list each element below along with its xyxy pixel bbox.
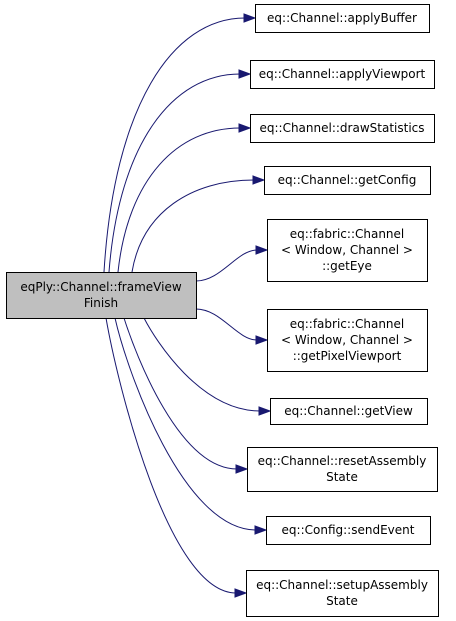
node-label-line: eq::Channel::setupAssembly — [256, 578, 428, 592]
target-node-eq-channel-applybuffer[interactable]: eq::Channel::applyBuffer — [255, 4, 430, 33]
call-edge — [105, 317, 237, 594]
node-label-line: eq::Channel::applyViewport — [259, 67, 426, 81]
arrowhead-icon — [238, 123, 252, 133]
arrowhead-icon — [255, 245, 269, 255]
node-label-line: eq::fabric::Channel — [290, 227, 405, 241]
call-edge — [114, 317, 257, 531]
arrowhead-icon — [238, 69, 252, 79]
call-graph-edges — [103, 13, 272, 598]
node-box — [267, 219, 428, 282]
arrowhead-icon — [234, 588, 248, 598]
node-label-line: < Window, Channel > — [281, 243, 413, 257]
call-edge — [123, 317, 238, 470]
node-label-line: eq::Channel::applyBuffer — [267, 11, 417, 25]
node-label-line: < Window, Channel > — [281, 333, 413, 347]
node-label-line: eq::Config::sendEvent — [282, 523, 415, 537]
call-edge — [103, 17, 246, 273]
node-label-line: ::getEye — [322, 259, 372, 273]
node-label-line: eq::fabric::Channel — [290, 317, 405, 331]
node-box — [255, 4, 430, 33]
node-box — [246, 570, 439, 617]
node-box — [247, 447, 438, 492]
node-box — [270, 398, 428, 425]
node-box — [266, 516, 431, 545]
node-label-line: eq::Channel::getView — [284, 404, 413, 418]
node-label-line: State — [326, 470, 358, 484]
call-edge — [108, 73, 241, 273]
call-edge — [195, 308, 258, 341]
target-node-eq-channel-drawstatistics[interactable]: eq::Channel::drawStatistics — [250, 114, 435, 143]
node-label-line: eq::Channel::resetAssembly — [258, 454, 427, 468]
node-box — [6, 272, 197, 319]
node-label-line: eq::Channel::getConfig — [278, 173, 417, 187]
node-label-line: eq::Channel::drawStatistics — [259, 121, 424, 135]
target-node-eq-config-sendevent[interactable]: eq::Config::sendEvent — [266, 516, 431, 545]
target-node-eq-channel-getview[interactable]: eq::Channel::getView — [270, 398, 428, 425]
call-edge — [143, 317, 261, 412]
target-node-eq-channel-getconfig[interactable]: eq::Channel::getConfig — [264, 166, 431, 195]
node-box — [267, 309, 428, 372]
arrowhead-icon — [254, 525, 268, 535]
target-node-eq-fabric-channel-window-channel-geteye[interactable]: eq::fabric::Channel< Window, Channel >::… — [267, 219, 428, 282]
target-node-eq-channel-applyviewport[interactable]: eq::Channel::applyViewport — [250, 60, 435, 89]
node-box — [250, 60, 435, 89]
target-node-eq-fabric-channel-window-channel-getpixelviewport[interactable]: eq::fabric::Channel< Window, Channel >::… — [267, 309, 428, 372]
arrowhead-icon — [255, 335, 269, 345]
arrowhead-icon — [252, 175, 266, 185]
call-edge — [131, 179, 255, 273]
node-box — [250, 114, 435, 143]
node-label-line: State — [326, 594, 358, 608]
call-edge — [117, 127, 241, 273]
arrowhead-icon — [258, 406, 272, 416]
call-edge — [195, 249, 258, 282]
node-label-line: ::getPixelViewport — [293, 349, 402, 363]
arrowhead-icon — [235, 464, 249, 474]
node-label-line: eqPly::Channel::frameView — [20, 280, 181, 294]
arrowhead-icon — [243, 13, 257, 23]
node-label-line: Finish — [84, 296, 118, 310]
call-graph-nodes: eqPly::Channel::frameViewFinisheq::Chann… — [6, 4, 439, 617]
node-box — [264, 166, 431, 195]
